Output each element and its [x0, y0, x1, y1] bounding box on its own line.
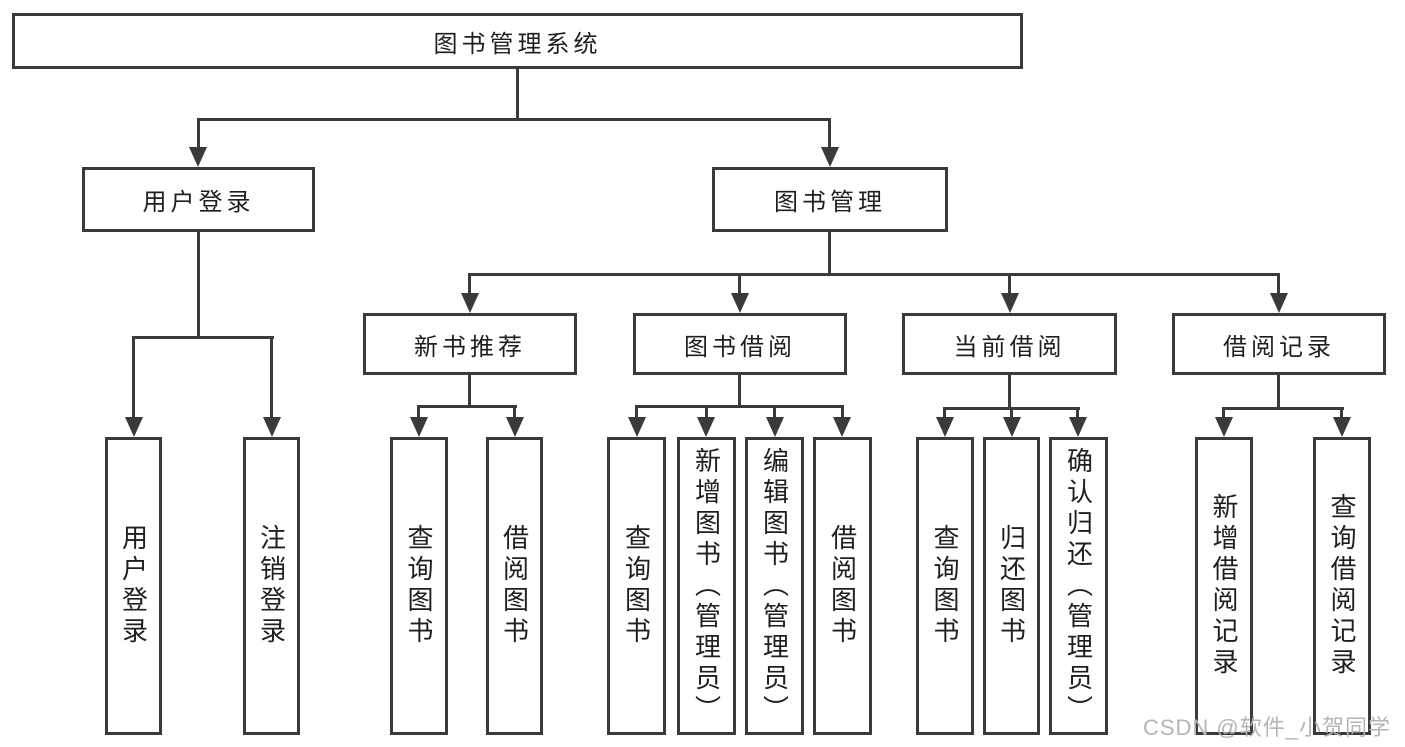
arrow-down-icon	[410, 417, 428, 437]
connector-line	[468, 273, 1280, 276]
leaf-user-login: 用户登录	[105, 437, 162, 735]
connector-line	[828, 232, 831, 276]
leaf-current-confirm-return-admin: 确认归还（管理员）	[1049, 437, 1108, 735]
leaf-records-add-record-label: 新增借阅记录	[1209, 493, 1239, 679]
connector-line	[197, 118, 200, 149]
connector-line	[132, 336, 135, 419]
leaf-borrow-borrow-book-label: 借阅图书	[827, 524, 858, 648]
leaf-borrow-edit-book-admin: 编辑图书（管理员）	[745, 437, 804, 735]
node-new-book-recommend: 新书推荐	[363, 313, 577, 375]
node-current-borrow-label: 当前借阅	[953, 333, 1066, 361]
connector-line	[1222, 407, 1344, 410]
connector-line	[417, 405, 517, 408]
connector-line	[516, 68, 519, 120]
node-book-management: 图书管理	[712, 167, 948, 232]
connector-line	[1277, 375, 1280, 410]
arrow-down-icon	[1270, 293, 1288, 313]
connector-line	[1008, 375, 1011, 410]
arrow-down-icon	[263, 417, 281, 437]
connector-line	[1340, 407, 1343, 419]
arrow-down-icon	[697, 417, 715, 437]
arrow-down-icon	[936, 417, 954, 437]
node-book-management-label: 图书管理	[774, 189, 886, 216]
connector-line	[705, 405, 708, 419]
node-borrow-records-label: 借阅记录	[1223, 333, 1335, 361]
arrow-down-icon	[821, 147, 839, 167]
connector-line	[417, 405, 420, 419]
leaf-newbook-query-book: 查询图书	[390, 437, 448, 735]
arrow-down-icon	[1069, 417, 1087, 437]
node-book-borrow-label: 图书借阅	[684, 333, 796, 361]
connector-line	[635, 405, 638, 419]
connector-line	[943, 407, 946, 419]
node-user-login: 用户登录	[82, 167, 315, 232]
leaf-newbook-borrow-book: 借阅图书	[486, 437, 543, 735]
leaf-borrow-add-book-admin-label: 新增图书（管理员）	[691, 446, 722, 726]
node-root-label: 图书管理系统	[433, 30, 602, 58]
leaf-current-return-book-label: 归还图书	[996, 524, 1027, 648]
leaf-current-query-book: 查询图书	[916, 437, 974, 735]
arrow-down-icon	[1003, 417, 1021, 437]
leaf-borrow-add-book-admin: 新增图书（管理员）	[677, 437, 736, 735]
leaf-records-add-record: 新增借阅记录	[1195, 437, 1253, 735]
leaf-newbook-borrow-book-label: 借阅图书	[499, 524, 530, 648]
arrow-down-icon	[1001, 293, 1019, 313]
connector-line	[468, 375, 471, 408]
leaf-logout-label: 注销登录	[256, 524, 287, 648]
csdn-watermark: CSDN @软件_小贺同学	[1142, 715, 1391, 740]
node-new-book-recommend-label: 新书推荐	[414, 333, 526, 361]
leaf-borrow-query-book: 查询图书	[607, 437, 666, 735]
leaf-current-confirm-return-admin-label: 确认归还（管理员）	[1063, 446, 1094, 726]
arrow-down-icon	[461, 293, 479, 313]
leaf-borrow-edit-book-admin-label: 编辑图书（管理员）	[759, 446, 790, 726]
connector-line	[1222, 407, 1225, 419]
arrow-down-icon	[731, 293, 749, 313]
connector-line	[1277, 273, 1280, 297]
leaf-current-return-book: 归还图书	[983, 437, 1040, 735]
node-book-borrow: 图书借阅	[633, 313, 847, 375]
connector-line	[270, 336, 273, 419]
leaf-borrow-query-book-label: 查询图书	[621, 524, 652, 648]
leaf-records-query-record: 查询借阅记录	[1313, 437, 1371, 735]
connector-line	[828, 118, 831, 149]
arrow-down-icon	[1215, 417, 1233, 437]
connector-line	[513, 405, 516, 419]
leaf-records-query-record-label: 查询借阅记录	[1327, 493, 1357, 679]
arrow-down-icon	[628, 417, 646, 437]
arrow-down-icon	[189, 147, 207, 167]
connector-line	[197, 232, 200, 339]
node-user-login-label: 用户登录	[142, 189, 255, 216]
arrow-down-icon	[506, 417, 524, 437]
connector-line	[1008, 273, 1011, 297]
connector-line	[841, 405, 844, 419]
leaf-current-query-book-label: 查询图书	[930, 524, 960, 648]
connector-line	[1076, 407, 1079, 419]
arrow-down-icon	[125, 417, 143, 437]
node-root: 图书管理系统	[12, 13, 1023, 69]
leaf-logout: 注销登录	[243, 437, 300, 735]
arrow-down-icon	[766, 417, 784, 437]
connector-line	[773, 405, 776, 419]
arrow-down-icon	[1333, 417, 1351, 437]
node-current-borrow: 当前借阅	[902, 313, 1117, 375]
leaf-borrow-borrow-book: 借阅图书	[813, 437, 872, 735]
connector-line	[132, 336, 274, 339]
arrow-down-icon	[833, 417, 851, 437]
connector-line	[738, 273, 741, 297]
leaf-user-login-label: 用户登录	[118, 524, 149, 648]
node-borrow-records: 借阅记录	[1172, 313, 1386, 375]
leaf-newbook-query-book-label: 查询图书	[404, 524, 434, 648]
connector-line	[738, 375, 741, 408]
connector-line	[1010, 407, 1013, 419]
connector-line	[468, 273, 471, 297]
connector-line	[197, 118, 831, 121]
connector-line	[635, 405, 843, 408]
